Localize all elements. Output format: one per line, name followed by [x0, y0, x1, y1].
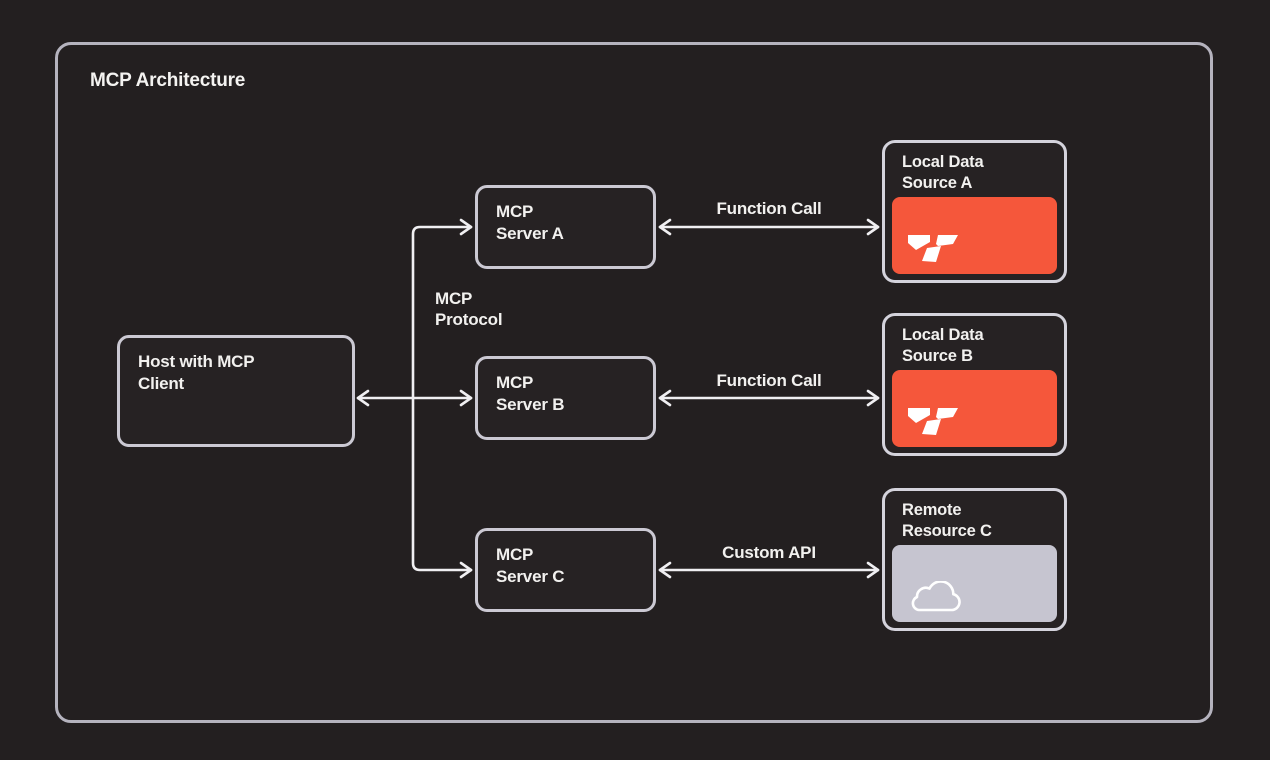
local-data-source-b-node: Local Data Source B	[882, 313, 1067, 456]
mcp-protocol-label: MCP Protocol	[435, 289, 503, 330]
host-node-label: Host with MCP Client	[138, 352, 255, 393]
server-c-label: MCP Server C	[496, 545, 565, 586]
diagram-title: MCP Architecture	[90, 70, 246, 91]
connection-a-label: Function Call	[716, 199, 822, 218]
host-with-mcp-client-node: Host with MCP Client	[117, 335, 355, 447]
source-c-label: Remote Resource C	[902, 501, 992, 541]
mcp-server-a-node: MCP Server A	[475, 185, 656, 269]
source-a-panel	[892, 197, 1057, 274]
remote-resource-c-node: Remote Resource C	[882, 488, 1067, 631]
diagram-frame	[55, 42, 1213, 723]
server-b-label: MCP Server B	[496, 373, 565, 414]
source-b-panel	[892, 370, 1057, 447]
source-a-label: Local Data Source A	[902, 153, 984, 193]
connection-b-label: Function Call	[716, 371, 822, 390]
y-logo-icon	[908, 408, 958, 435]
y-logo-icon	[908, 235, 958, 262]
connection-c-label: Custom API	[722, 543, 816, 562]
source-b-label: Local Data Source B	[902, 326, 984, 366]
server-a-label: MCP Server A	[496, 202, 564, 243]
mcp-server-b-node: MCP Server B	[475, 356, 656, 440]
mcp-server-c-node: MCP Server C	[475, 528, 656, 612]
cloud-icon	[911, 581, 961, 612]
local-data-source-a-node: Local Data Source A	[882, 140, 1067, 283]
source-c-panel	[892, 545, 1057, 622]
